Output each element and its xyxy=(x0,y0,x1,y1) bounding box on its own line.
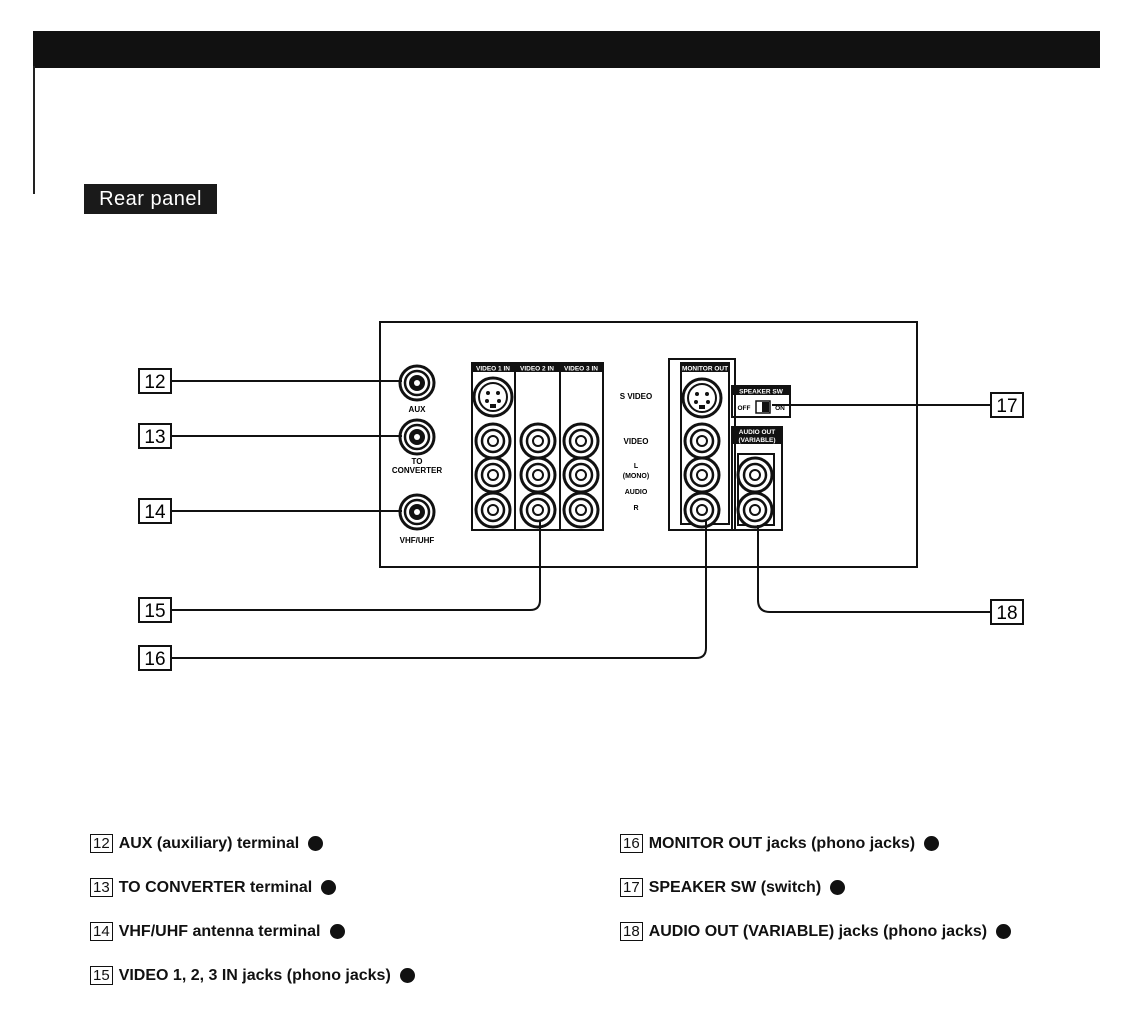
caption-number: 12 xyxy=(90,834,113,853)
off-label: OFF xyxy=(738,405,751,412)
header-bar xyxy=(33,31,1100,68)
bullet-dot-icon xyxy=(399,968,415,983)
callout-15: 15 xyxy=(144,601,165,622)
caption-item-17: 17 SPEAKER SW (switch) xyxy=(620,878,846,897)
video2-header: VIDEO 2 IN xyxy=(520,366,554,373)
caption-text: VIDEO 1, 2, 3 IN jacks (phono jacks) xyxy=(118,966,391,984)
caption-number: 13 xyxy=(90,878,113,897)
caption-text: MONITOR OUT jacks (phono jacks) xyxy=(648,834,916,852)
caption-number: 18 xyxy=(620,922,643,941)
caption-item-12: 12 AUX (auxiliary) terminal xyxy=(90,834,324,853)
caption-number: 16 xyxy=(620,834,643,853)
panel-outline xyxy=(379,321,918,568)
caption-item-16: 16 MONITOR OUT jacks (phono jacks) xyxy=(620,834,940,853)
caption-text: SPEAKER SW (switch) xyxy=(648,878,822,896)
aux-label: AUX xyxy=(409,405,427,414)
caption-text: TO CONVERTER terminal xyxy=(118,878,313,896)
callout-13: 13 xyxy=(144,427,165,448)
callout-14: 14 xyxy=(144,502,166,523)
mono-label: (MONO) xyxy=(623,473,649,480)
caption-item-15: 15 VIDEO 1, 2, 3 IN jacks (phono jacks) xyxy=(90,966,415,985)
to-converter-label-1: TO xyxy=(412,457,423,466)
bullet-dot-icon xyxy=(830,880,846,895)
caption-item-18: 18 AUDIO OUT (VARIABLE) jacks (phono jac… xyxy=(620,922,1012,941)
bullet-dot-icon xyxy=(996,924,1012,939)
caption-text: AUX (auxiliary) terminal xyxy=(118,834,300,852)
audio-out-header-1: AUDIO OUT xyxy=(739,429,776,436)
callout-12: 12 xyxy=(144,372,165,393)
audio-out-header-2: (VARIABLE) xyxy=(738,437,775,444)
r-label: R xyxy=(633,505,638,512)
video1-header: VIDEO 1 IN xyxy=(476,366,510,373)
callout-17: 17 xyxy=(996,396,1017,417)
caption-number: 14 xyxy=(90,922,113,941)
speaker-sw-header: SPEAKER SW xyxy=(739,389,784,396)
monitor-out-header: MONITOR OUT xyxy=(682,366,728,373)
callout-16: 16 xyxy=(144,649,165,670)
caption-text: AUDIO OUT (VARIABLE) jacks (phono jacks) xyxy=(648,922,988,940)
caption-text: VHF/UHF antenna terminal xyxy=(118,922,321,940)
caption-number: 15 xyxy=(90,966,113,985)
s-video-label: S VIDEO xyxy=(620,392,652,401)
l-label: L xyxy=(634,463,639,470)
bullet-dot-icon xyxy=(321,880,337,895)
bullet-dot-icon xyxy=(924,836,940,851)
callout-18: 18 xyxy=(996,603,1017,624)
left-margin-rule xyxy=(33,66,35,194)
section-tag: Rear panel xyxy=(84,184,217,214)
caption-number: 17 xyxy=(620,878,643,897)
to-converter-label-2: CONVERTER xyxy=(392,466,442,475)
caption-item-13: 13 TO CONVERTER terminal xyxy=(90,878,337,897)
bullet-dot-icon xyxy=(329,924,345,939)
video3-header: VIDEO 3 IN xyxy=(564,366,598,373)
audio-label: AUDIO xyxy=(625,489,648,496)
vhf-uhf-label: VHF/UHF xyxy=(400,536,435,545)
caption-item-14: 14 VHF/UHF antenna terminal xyxy=(90,922,345,941)
video-label: VIDEO xyxy=(624,437,649,446)
bullet-dot-icon xyxy=(308,836,324,851)
on-label: ON xyxy=(775,405,785,412)
